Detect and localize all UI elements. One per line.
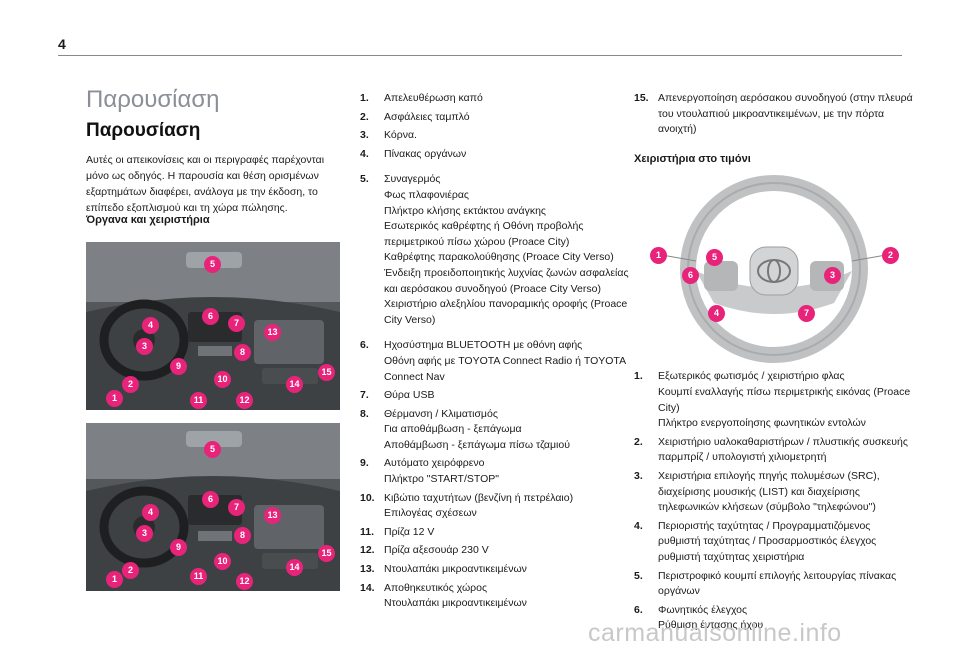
list-item: 6.Φωνητικός έλεγχος Ρύθμιση έντασης ήχου: [634, 603, 764, 632]
callout-badge: 8: [234, 527, 251, 544]
callout-badge: 13: [264, 324, 281, 341]
dashboard-illustration-variant: 5 4 3 2 1 6 7 8 9 10 11 12 13 14 15: [86, 423, 340, 591]
callout-badge: 10: [214, 553, 231, 570]
callout-badge: 12: [236, 573, 253, 590]
callout-badge: 9: [170, 539, 187, 556]
callout-badge: 2: [882, 247, 899, 265]
callout-badge: 6: [682, 267, 699, 285]
callout-badge: 2: [122, 376, 139, 393]
callout-badge: 4: [142, 317, 159, 334]
callout-badge: 14: [286, 376, 303, 393]
callout-badge: 11: [190, 568, 207, 585]
callout-badge: 9: [170, 358, 187, 375]
legend-list-main: 1.Απελευθέρωση καπό 2.Ασφάλειες ταμπλό 3…: [360, 91, 630, 615]
list-item: 15.Απενεργοποίηση αερόσακου συνοδηγού (σ…: [634, 92, 913, 136]
list-item: 11.Πρίζα 12 V: [360, 525, 435, 538]
steering-wheel-illustration: 1 2 3 4 5 6 7: [634, 175, 914, 365]
list-item: 8.Θέρμανση / Κλιματισμός Για αποθάμβωση …: [360, 407, 570, 451]
callout-badge: 5: [204, 256, 221, 273]
callout-badge: 7: [798, 305, 815, 323]
callout-badge: 11: [190, 392, 207, 409]
callout-badge: 1: [106, 571, 123, 588]
steering-wheel-drawing: [661, 175, 887, 364]
callout-badge: 7: [228, 499, 245, 516]
list-item: 3.Κόρνα.: [360, 129, 417, 142]
list-item: 13.Ντουλαπάκι μικροαντικειμένων: [360, 563, 527, 576]
page-number: 4: [58, 36, 66, 52]
list-item: 9.Αυτόματο χειρόφρενο Πλήκτρο "START/STO…: [360, 457, 500, 486]
callout-badge: 4: [708, 305, 725, 323]
callout-badge: 1: [650, 247, 667, 265]
callout-badge: 4: [142, 504, 159, 521]
intro-paragraph: Αυτές οι απεικονίσεις και οι περιγραφές …: [86, 154, 325, 214]
callout-badge: 15: [318, 364, 335, 381]
callout-badge: 14: [286, 559, 303, 576]
list-item: 12.Πρίζα αξεσουάρ 230 V: [360, 544, 489, 557]
list-item: 2.Χειριστήριο υαλοκαθαριστήρων / πλυστικ…: [634, 435, 908, 464]
callout-badge: 12: [236, 392, 253, 409]
callout-badge: 8: [234, 344, 251, 361]
list-item: 4.Περιοριστής ταχύτητας / Προγραμματιζόμ…: [634, 519, 877, 563]
legend-list-right: 15.Απενεργοποίηση αερόσακου συνοδηγού (σ…: [634, 91, 914, 637]
list-item: 7.Θύρα USB: [360, 389, 435, 402]
list-item: 14.Αποθηκευτικός χώρος Ντουλαπάκι μικροα…: [360, 581, 527, 610]
callout-badge: 15: [318, 545, 335, 562]
callout-badge: 3: [136, 525, 153, 542]
list-item: 5.Συναγερμός Φως πλαφονιέρας Πλήκτρο κλή…: [360, 173, 629, 326]
watermark: carmanualsonline.info: [588, 619, 842, 647]
page-title: Παρουσίαση: [86, 86, 220, 113]
list-item: 4.Πίνακας οργάνων: [360, 147, 467, 160]
callout-badge: 6: [202, 308, 219, 325]
list-item: 1.Εξωτερικός φωτισμός / χειριστήριο φλας…: [634, 370, 911, 430]
list-item: 3.Χειριστήρια επιλογής πηγής πολυμέσων (…: [634, 469, 880, 514]
list-item: 10.Κιβώτιο ταχυτήτων (βενζίνη ή πετρέλαι…: [360, 491, 574, 520]
callout-badge: 5: [204, 441, 221, 458]
callout-badge: 1: [106, 390, 123, 407]
list-item: 2.Ασφάλειες ταμπλό: [360, 110, 470, 123]
callout-badge: 3: [136, 338, 153, 355]
list-item: 5.Περιστροφικό κουμπί επιλογής λειτουργί…: [634, 569, 897, 598]
callout-badge: 13: [264, 507, 281, 524]
callout-badge: 2: [122, 562, 139, 579]
list-item: 1.Απελευθέρωση καπό: [360, 92, 483, 104]
dashboard-illustration-lhd: 5 4 3 2 1 6 7 8 9 10 11 12 13 14 15: [86, 242, 340, 410]
wheel-heading: Χειριστήρια στο τιμόνι: [634, 152, 751, 165]
callout-badge: 6: [202, 491, 219, 508]
callout-badge: 7: [228, 315, 245, 332]
instruments-heading: Όργανα και χειριστήρια: [86, 214, 210, 226]
callout-badge: 5: [706, 249, 723, 267]
section-title: Παρουσίαση: [86, 120, 201, 141]
list-item: 6.Ηχοσύστημα BLUETOOTH με οθόνη αφής Οθό…: [360, 339, 626, 383]
callout-badge: 10: [214, 371, 231, 388]
callout-badge: 3: [824, 267, 841, 285]
wheel-legend: 1.Εξωτερικός φωτισμός / χειριστήριο φλας…: [634, 369, 914, 634]
header-divider: [58, 55, 902, 56]
